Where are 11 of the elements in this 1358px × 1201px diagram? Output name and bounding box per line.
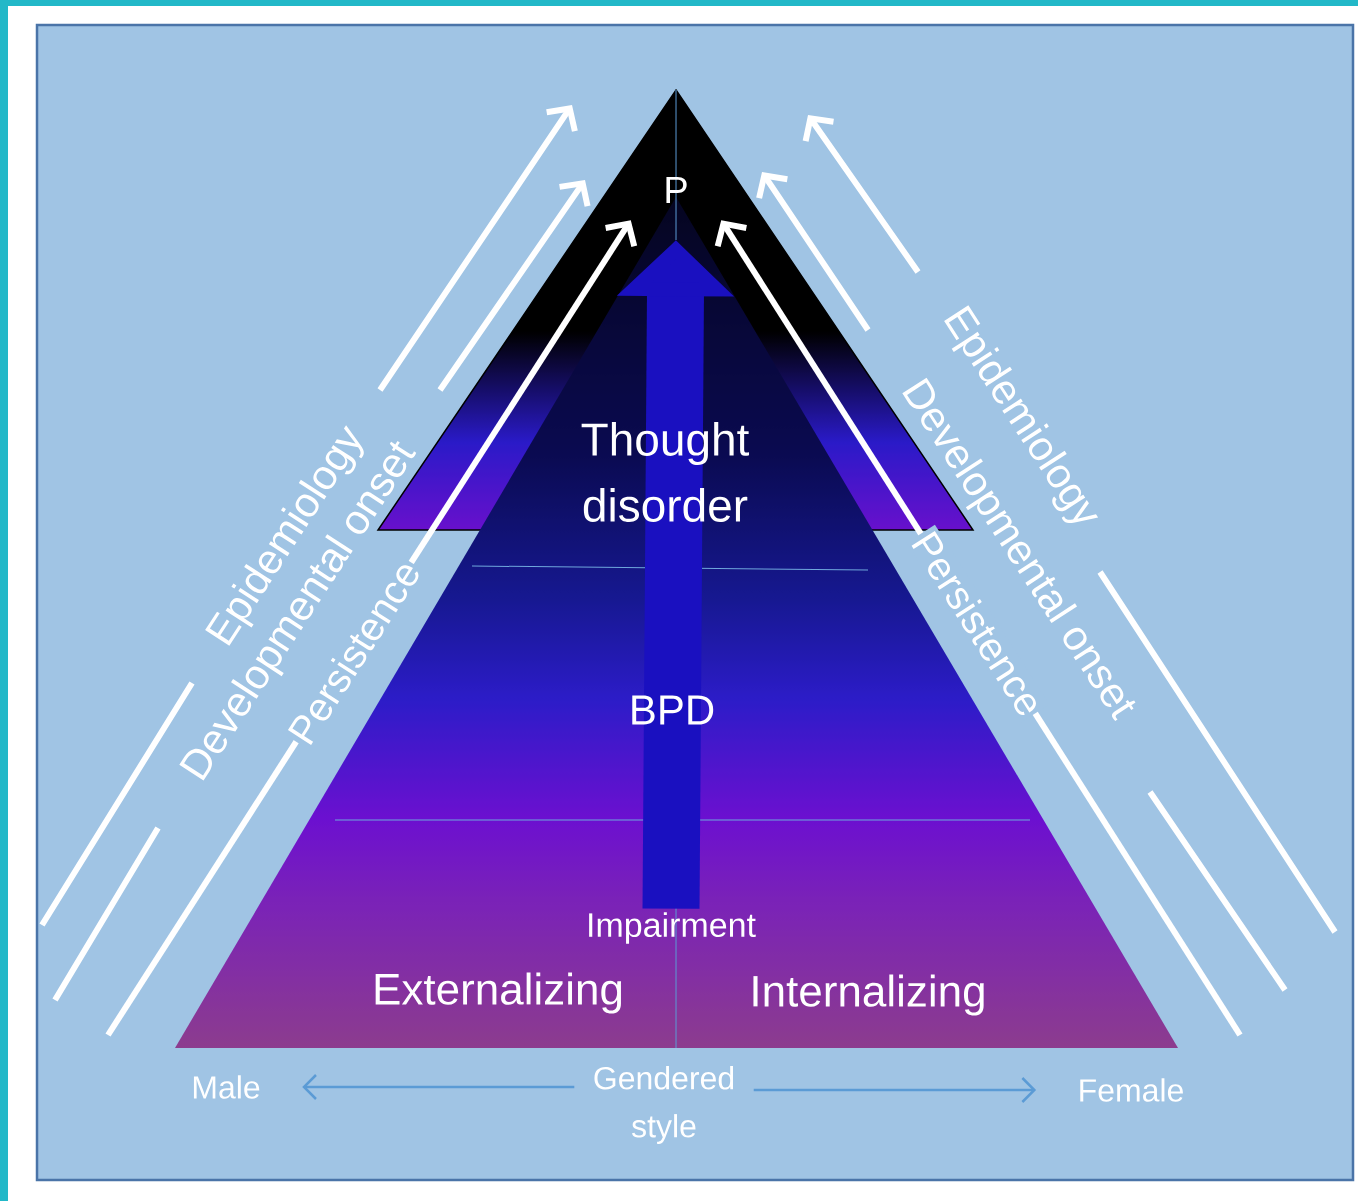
- arrow: [753, 1077, 1037, 1103]
- arrow: [302, 1074, 575, 1100]
- axis-label: Female: [1080, 1078, 1183, 1102]
- level-label: Externalizing: [375, 972, 622, 1014]
- axis-label: Male: [193, 1075, 260, 1099]
- apex-label: P: [666, 176, 687, 204]
- level-label: Impairment: [589, 912, 756, 944]
- level-label: BPD: [632, 695, 714, 725]
- level-label: Thought disorder: [581, 422, 750, 522]
- axis-label: Gendered style: [594, 1066, 734, 1144]
- level-label: Internalizing: [753, 974, 984, 1016]
